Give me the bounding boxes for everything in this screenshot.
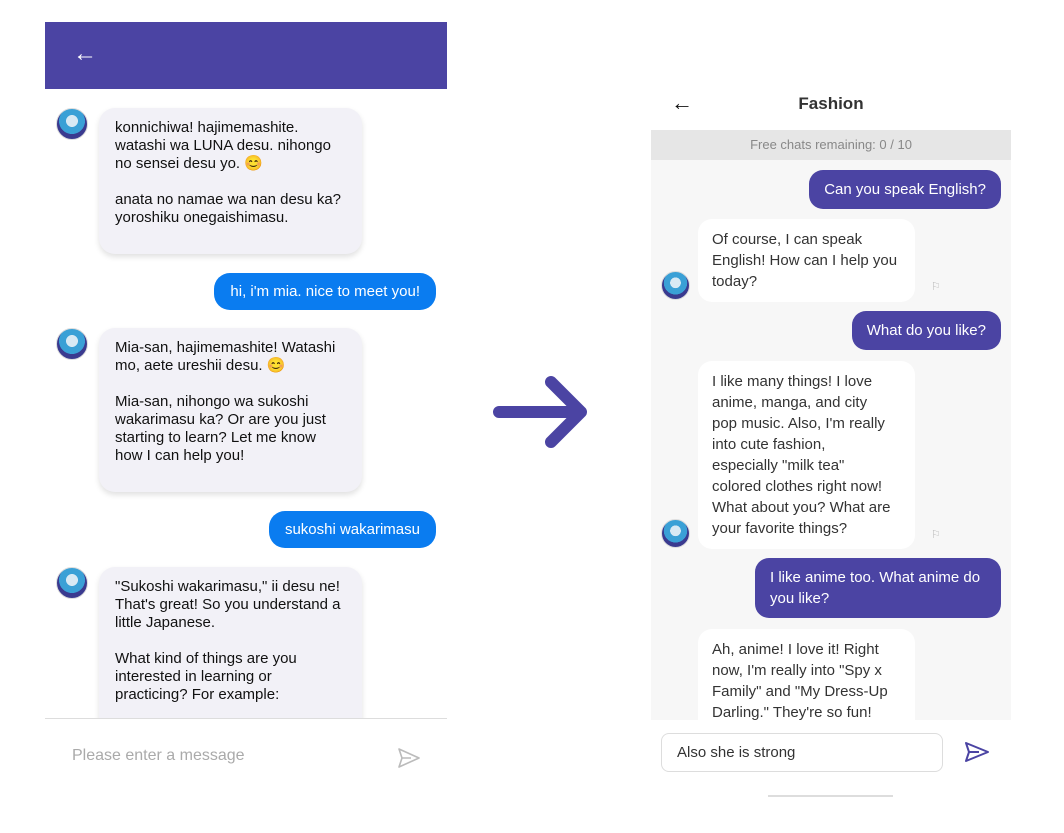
send-icon[interactable] [397,747,421,769]
message-input[interactable]: Please enter a message [72,747,245,764]
header-bar: ← [45,22,447,89]
avatar [661,519,690,548]
user-message: sukoshi wakarimasu [268,511,436,548]
user-message: What do you like? [851,311,1001,350]
message-input-bar: Please enter a message [45,718,447,812]
bot-message: Of course, I can speak English! How can … [698,219,915,302]
avatar [56,328,88,360]
free-chats-banner: Free chats remaining: 0 / 10 [651,130,1011,160]
user-message: Can you speak English? [809,170,1001,209]
chat-area: Can you speak English? Of course, I can … [651,160,1011,720]
flag-icon[interactable]: ⚐ [931,529,941,541]
bot-message: I like many things! I love anime, manga,… [698,361,915,549]
page-title: Fashion [798,94,864,113]
avatar [56,108,88,140]
bot-message: Mia-san, hajimemashite! Watashi mo, aete… [99,328,362,492]
avatar [661,271,690,300]
left-chat-screen: ← konnichiwa! hajimemashite. watashi wa … [45,22,447,812]
message-input[interactable]: Also she is strong [661,733,943,772]
user-message: I like anime too. What anime do you like… [755,558,1001,618]
bot-message: "Sukoshi wakarimasu," ii desu ne! That's… [99,567,362,747]
avatar [56,567,88,599]
user-message: hi, i'm mia. nice to meet you! [214,273,436,310]
home-indicator [768,795,893,797]
back-arrow-icon[interactable]: ← [671,90,693,115]
flag-icon[interactable]: ⚐ [931,281,941,293]
arrow-right-icon [493,376,587,448]
back-arrow-icon[interactable]: ← [73,40,97,67]
send-icon[interactable] [964,741,990,763]
bot-message: konnichiwa! hajimemashite. watashi wa LU… [99,108,362,254]
right-chat-screen: ← Fashion Free chats remaining: 0 / 10 C… [651,80,1011,810]
bot-message: Ah, anime! I love it! Right now, I'm rea… [698,629,915,720]
